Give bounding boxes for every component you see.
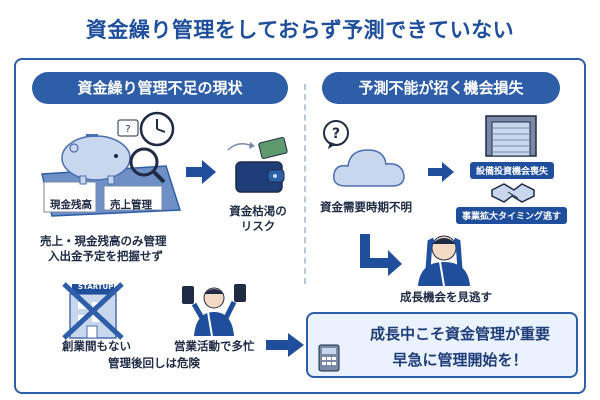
section-divider — [304, 84, 306, 284]
conclusion-callout: 成長中こそ資金管理が重要 早急に管理開始を！ — [306, 312, 578, 378]
busy-person-icon — [182, 284, 246, 337]
startup-sign: STARTUP — [78, 283, 114, 291]
equipment-tag: 設備投資機会喪失 — [470, 162, 555, 179]
callout-line1: 成長中こそ資金管理が重要 — [369, 325, 550, 343]
left-caption-line1: 売上・現金残高のみ管理 — [40, 234, 167, 248]
finance-desk-illustration: ? — [41, 119, 182, 217]
wallet-caption-line2: リスク — [240, 219, 276, 233]
startup-building-icon — [62, 282, 124, 340]
cloud-icon — [333, 149, 405, 187]
left-bottom-caption: 管理後回しは危険 — [108, 356, 200, 370]
person-caption: 成長機会を見逃す — [400, 290, 492, 304]
expansion-tag: 事業拡大タイミング逃す — [456, 207, 568, 224]
equipment-building-icon — [485, 115, 537, 157]
paper-label-sales: 売上管理 — [110, 199, 152, 211]
paper-label-cash: 現金残高 — [50, 199, 92, 211]
callout-line2: 早急に管理開始を！ — [392, 351, 528, 369]
left-section-header: 資金繰り管理不足の現状 — [32, 72, 288, 104]
page-title: 資金繰り管理をしておらず予測できていない — [85, 18, 515, 42]
svg-text:?: ? — [332, 126, 340, 142]
right-section-header: 予測不能が招く機会損失 — [322, 72, 560, 104]
calculator-icon — [318, 344, 340, 372]
arrow-bend-icon — [360, 234, 402, 276]
worried-person-icon — [418, 235, 470, 287]
handshake-icon — [491, 183, 535, 203]
busy-caption: 営業活動で多忙 — [174, 339, 255, 353]
wallet-caption-line1: 資金枯渇の — [229, 204, 287, 218]
wallet-icon — [227, 137, 288, 193]
arrow-right-icon — [428, 162, 454, 182]
question-bubble-icon: ? — [323, 120, 349, 149]
clock-icon — [139, 111, 175, 147]
left-caption-line2: 入出金予定を把握せず — [48, 249, 163, 263]
cloud-caption: 資金需要時期不明 — [320, 200, 412, 214]
arrow-right-icon — [266, 333, 304, 357]
svg-text:?: ? — [125, 124, 130, 135]
arrow-right-icon — [186, 160, 216, 184]
startup-caption: 創業間もない — [62, 339, 131, 353]
